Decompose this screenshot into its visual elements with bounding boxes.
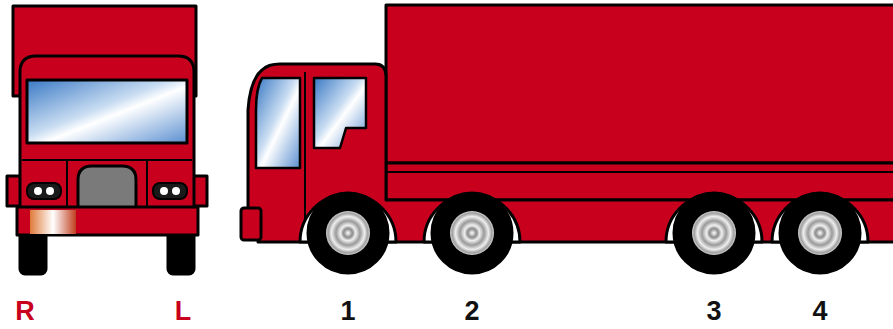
axle-number: 4	[812, 298, 827, 325]
headlight	[27, 183, 61, 199]
windshield	[27, 80, 187, 143]
windshield	[256, 78, 300, 168]
axle-number: 2	[464, 298, 479, 325]
side-label: L	[175, 298, 192, 325]
wheel	[424, 193, 520, 273]
bumper	[17, 207, 198, 235]
number-plate	[30, 210, 76, 234]
cab-front	[20, 56, 194, 230]
wheel	[666, 193, 762, 273]
front-view	[7, 6, 207, 274]
front-bumper	[241, 208, 261, 240]
side-label: R	[15, 298, 35, 325]
wheel	[772, 193, 868, 273]
grille	[78, 166, 136, 208]
wheel	[300, 193, 396, 273]
cargo-box	[386, 5, 893, 163]
axle-number: 1	[340, 298, 355, 325]
side-window	[314, 78, 366, 148]
headlight	[153, 183, 187, 199]
side-view	[241, 5, 893, 273]
axle-number: 3	[706, 298, 721, 325]
